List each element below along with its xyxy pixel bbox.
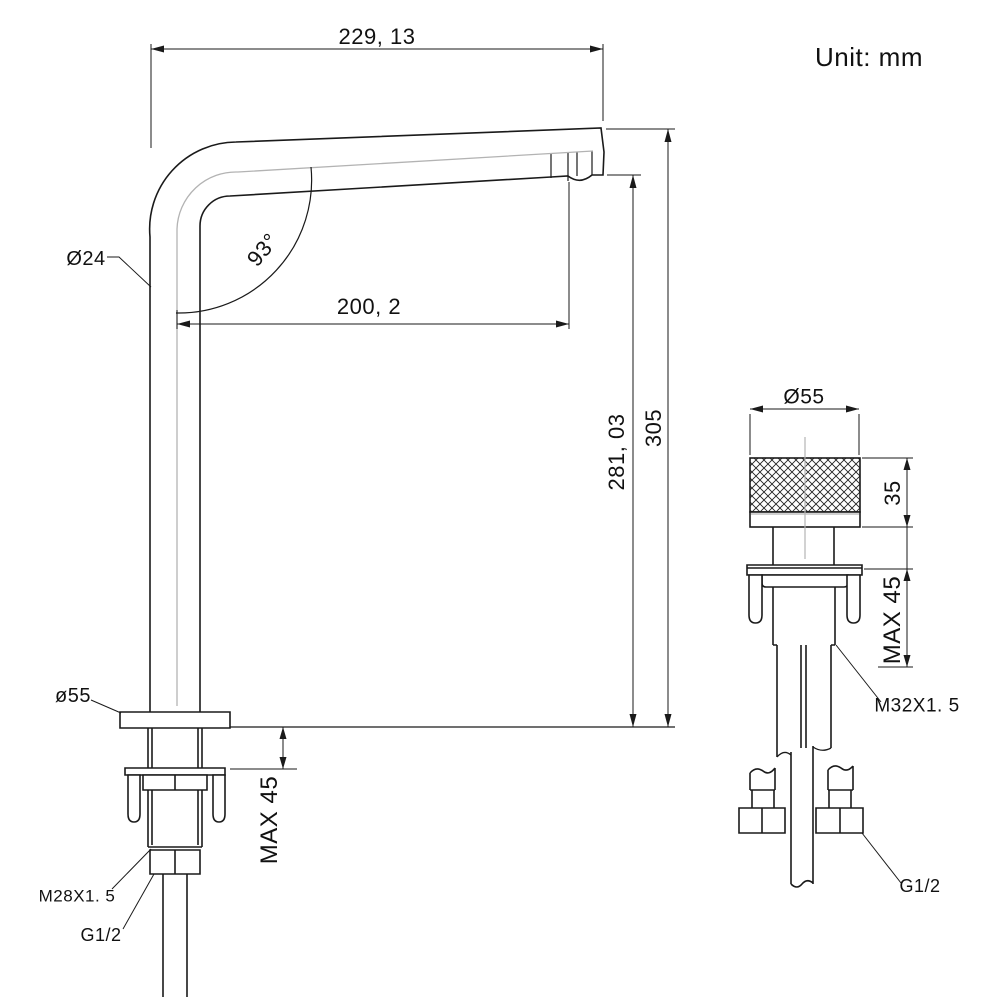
mounting-plate <box>746 564 863 576</box>
supply-tube <box>162 874 188 997</box>
label-shank-thread-front: M28X1. 5 <box>38 886 116 906</box>
clamp-bolt-right <box>212 774 226 823</box>
central-hose <box>790 746 814 888</box>
leader-shank-thread-front <box>111 848 152 890</box>
tube-highlight-line <box>176 150 594 706</box>
side-clamp-bolt-left <box>748 574 763 624</box>
dim-top-width: 229, 13 <box>338 24 416 49</box>
dim-max-counter-front: MAX 45 <box>256 775 283 865</box>
faucet-outline <box>148 127 605 712</box>
dim-overall-height: 305 <box>641 408 666 448</box>
hose-connector-left <box>749 767 776 808</box>
clamp-nut <box>142 774 208 791</box>
side-view <box>738 437 864 888</box>
label-base-diameter: ø55 <box>55 685 91 707</box>
base-flange <box>119 711 231 729</box>
leader-base-diameter <box>90 699 122 714</box>
leader-shank-thread-side <box>835 644 882 703</box>
aerator-detail <box>550 151 593 181</box>
leader-spout-diameter <box>107 256 152 288</box>
side-clamp-bracket <box>761 574 849 588</box>
side-clamp-bolt-right <box>846 574 861 624</box>
leader-supply-thread-front <box>122 873 155 930</box>
clamp-bracket <box>124 767 226 776</box>
front-view <box>119 127 605 997</box>
hose-nut-right <box>815 807 864 834</box>
dim-handle-diameter: Ø55 <box>783 385 825 409</box>
leader-supply-thread-side <box>861 832 902 884</box>
unit-note: Unit: mm <box>815 42 923 72</box>
label-supply-thread-side: G1/2 <box>899 876 941 896</box>
side-shank <box>772 587 836 757</box>
label-supply-thread-front: G1/2 <box>80 925 122 945</box>
hose-connector-right <box>827 765 854 808</box>
label-spout-diameter: Ø24 <box>66 248 106 270</box>
dimension-arrows <box>151 45 911 769</box>
hose-nut-left <box>738 807 786 834</box>
angle-arc <box>175 166 313 314</box>
label-shank-thread-side: M32X1. 5 <box>874 695 960 717</box>
clamp-bolt-left <box>127 774 141 823</box>
dim-handle-height: 35 <box>880 480 905 506</box>
dim-outlet-height: 281, 03 <box>604 413 629 491</box>
tube-break-lines <box>776 746 832 758</box>
valve-stem <box>772 527 835 565</box>
hex-nut <box>149 849 201 875</box>
leader-lines <box>90 256 902 930</box>
dim-max-counter-side: MAX 45 <box>879 575 906 665</box>
dim-spout-reach: 200, 2 <box>336 294 402 319</box>
